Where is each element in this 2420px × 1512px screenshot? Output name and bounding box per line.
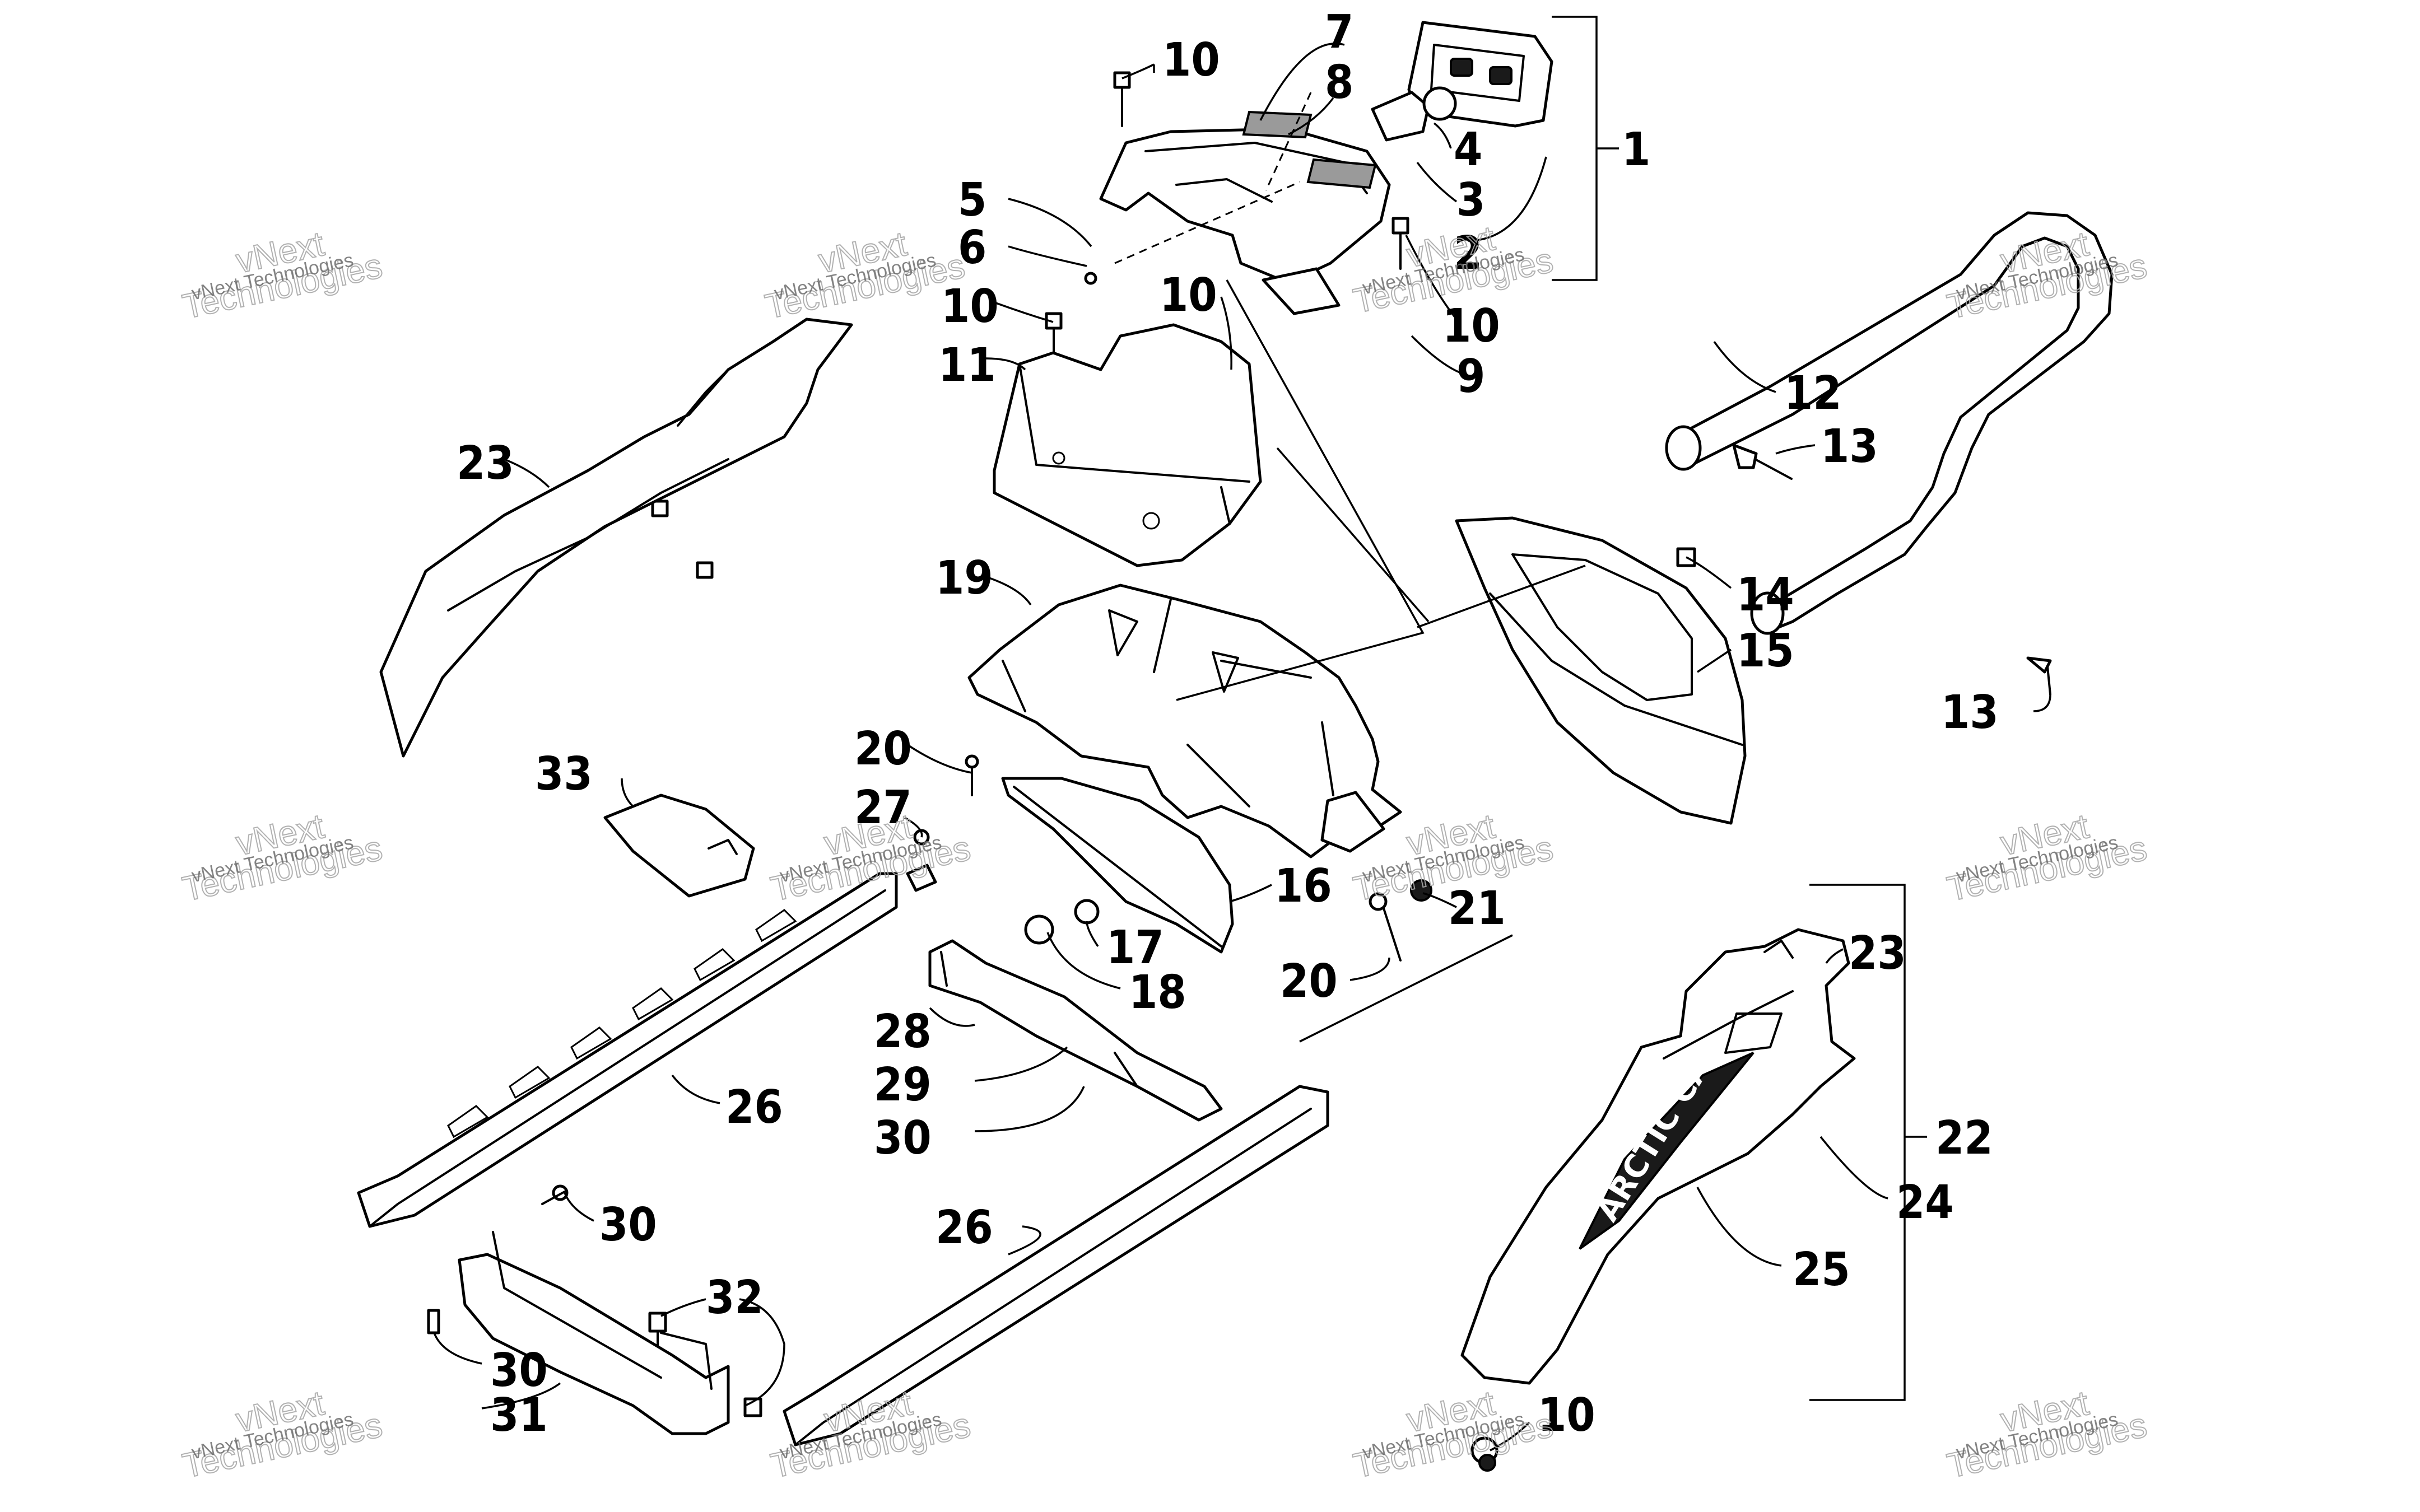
callout-26a: 26 bbox=[725, 1081, 783, 1134]
fasteners bbox=[427, 71, 2052, 1472]
watermark: vNext Technologies vNext Technologies bbox=[179, 224, 386, 327]
callout-4: 4 bbox=[1454, 123, 1482, 176]
side-panel-23-right: ARCTIC CAT bbox=[1460, 928, 1856, 1385]
callout-16: 16 bbox=[1274, 860, 1332, 913]
callout-26b: 26 bbox=[936, 1201, 993, 1254]
watermark: vNext Technologies vNext Technologies bbox=[179, 1383, 386, 1486]
callout-29: 29 bbox=[874, 1058, 932, 1112]
callout-2: 2 bbox=[1454, 227, 1482, 280]
callout-21: 21 bbox=[1448, 882, 1506, 935]
bracket-31 bbox=[458, 1231, 730, 1435]
callout-15: 15 bbox=[1737, 624, 1794, 678]
callout-30a: 30 bbox=[874, 1112, 932, 1165]
rail-26-upper bbox=[357, 872, 898, 1228]
watermark: vNext Technologies vNext Technologies bbox=[1943, 1383, 2151, 1486]
callout-12: 12 bbox=[1784, 367, 1842, 420]
callout-6: 6 bbox=[958, 221, 986, 274]
bracket-28 bbox=[928, 939, 1223, 1122]
rear-bumper-19 bbox=[967, 584, 1402, 858]
callout-20a: 20 bbox=[854, 722, 912, 776]
callout-17: 17 bbox=[1106, 921, 1164, 974]
tail-light-housing bbox=[1099, 92, 1391, 284]
mud-flap-16 bbox=[1001, 777, 1234, 954]
callout-11: 11 bbox=[938, 339, 996, 392]
callout-18: 18 bbox=[1129, 966, 1186, 1019]
callout-30b: 30 bbox=[599, 1198, 657, 1252]
callout-30c: 30 bbox=[490, 1344, 548, 1397]
rail-26-lower bbox=[783, 1085, 1329, 1446]
tail-light-assembly bbox=[1371, 21, 1553, 142]
callout-27: 27 bbox=[854, 781, 912, 834]
callout-22: 22 bbox=[1935, 1112, 1993, 1165]
bracket-line-22 bbox=[1809, 884, 1906, 1401]
callout-23b: 23 bbox=[1849, 927, 1906, 980]
mud-flap-bracket-11 bbox=[993, 323, 1262, 567]
watermark: vNext Technologies vNext Technologies bbox=[1943, 806, 2151, 909]
leader-lines bbox=[433, 42, 2051, 1452]
callout-28: 28 bbox=[874, 1005, 932, 1058]
callout-31: 31 bbox=[490, 1389, 548, 1442]
callout-24: 24 bbox=[1896, 1176, 1954, 1229]
watermarks: vNext Technologies vNext Technologies vN… bbox=[179, 218, 2151, 1486]
callout-8: 8 bbox=[1325, 56, 1353, 109]
callout-9: 9 bbox=[1456, 350, 1485, 403]
watermark: vNext Technologies vNext Technologies bbox=[1349, 1383, 1557, 1486]
callout-33: 33 bbox=[535, 748, 593, 801]
callout-25: 25 bbox=[1793, 1243, 1850, 1296]
grab-bar-12 bbox=[1665, 211, 2114, 635]
callout-10a: 10 bbox=[1162, 34, 1220, 87]
cover-33 bbox=[603, 794, 755, 898]
callout-10d: 10 bbox=[1442, 300, 1500, 353]
callout-32: 32 bbox=[706, 1271, 764, 1324]
callout-labels: 1 2 3 4 5 6 7 8 9 10 10 10 10 10 11 12 1… bbox=[457, 6, 1999, 1442]
callout-20b: 20 bbox=[1280, 955, 1338, 1008]
callout-13a: 13 bbox=[1821, 420, 1878, 473]
callout-10c: 10 bbox=[1160, 269, 1217, 322]
side-panel-15 bbox=[1455, 516, 1747, 825]
callout-5: 5 bbox=[958, 174, 986, 227]
callout-23a: 23 bbox=[457, 437, 514, 490]
callout-14: 14 bbox=[1737, 568, 1794, 622]
callout-13b: 13 bbox=[1941, 686, 1999, 739]
bracket-9 bbox=[1262, 267, 1341, 315]
callout-19: 19 bbox=[936, 552, 993, 605]
callout-3: 3 bbox=[1456, 174, 1485, 227]
callout-10b: 10 bbox=[941, 280, 999, 333]
callout-1: 1 bbox=[1622, 123, 1650, 176]
side-panel-23-left bbox=[379, 318, 853, 758]
callout-10e: 10 bbox=[1538, 1389, 1595, 1442]
bracket-line-1 bbox=[1552, 16, 1598, 281]
watermark: vNext Technologies vNext Technologies bbox=[761, 224, 969, 327]
watermark: vNext Technologies vNext Technologies bbox=[179, 806, 386, 909]
callout-7: 7 bbox=[1325, 6, 1353, 59]
